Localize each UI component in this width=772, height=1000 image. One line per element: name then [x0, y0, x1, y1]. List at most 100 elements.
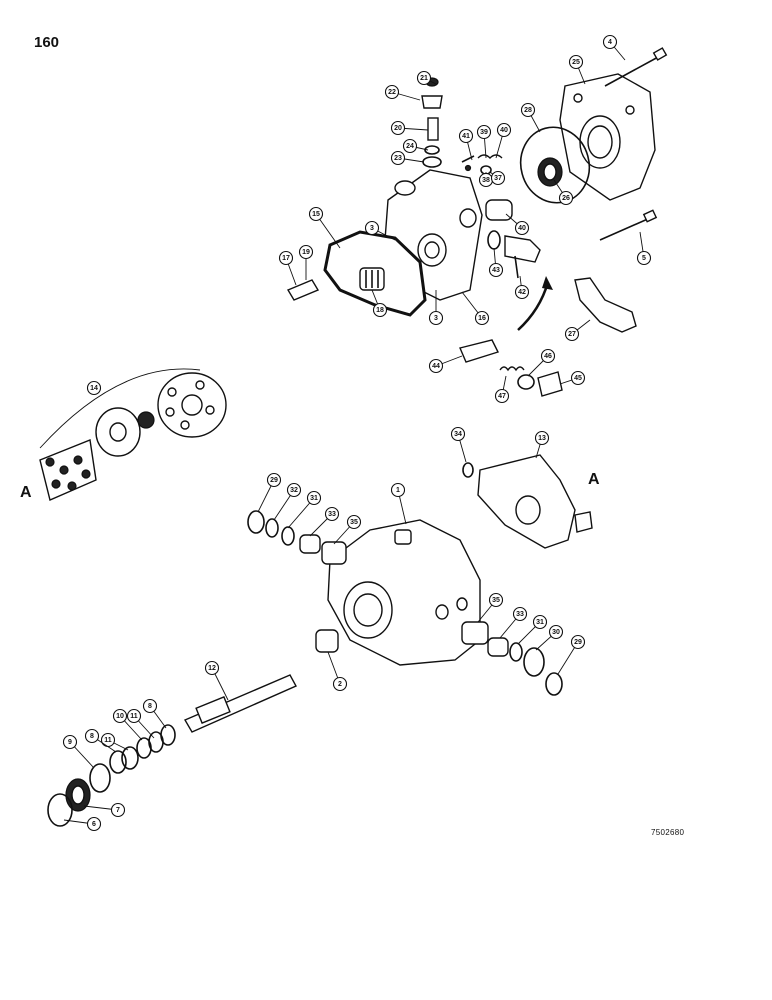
callout-label: 31: [310, 495, 318, 502]
callout-1: 1: [390, 482, 407, 525]
callout-label: 38: [482, 177, 490, 184]
callout-label: 28: [524, 107, 532, 114]
callout-30: 30: [535, 624, 564, 651]
o-ring-swash: [462, 462, 474, 478]
callout-label: 43: [492, 267, 500, 274]
callout-12: 12: [204, 660, 229, 701]
callout-27: 27: [564, 319, 591, 342]
callout-circle: [324, 506, 340, 522]
callout-label: 24: [406, 143, 414, 150]
callout-20: 20: [390, 120, 429, 136]
callout-circle: [278, 250, 294, 266]
callout-33a: 33: [309, 506, 340, 537]
callout-circle: [476, 124, 492, 140]
callout-40a: 40: [495, 122, 512, 159]
callout-13: 13: [534, 430, 550, 459]
callout-label: 12: [208, 665, 216, 672]
callout-label: 47: [498, 393, 506, 400]
callout-circle: [110, 802, 126, 818]
callout-circle: [514, 220, 530, 236]
callout-label: 29: [574, 639, 582, 646]
callout-28: 28: [520, 102, 541, 133]
callout-label: 5: [642, 255, 646, 262]
callout-14: 14: [86, 380, 102, 396]
callout-label: 13: [538, 435, 546, 442]
callout-circle: [570, 370, 586, 386]
callout-circle: [494, 388, 510, 404]
relief-valve: [459, 339, 563, 397]
callout-circle: [548, 624, 564, 640]
callout-label: 25: [572, 59, 580, 66]
callout-label: 14: [90, 385, 98, 392]
callout-label: 33: [328, 511, 336, 518]
callout-circle: [474, 310, 490, 326]
callout-label: 39: [480, 129, 488, 136]
callout-label: 18: [376, 307, 384, 314]
callout-label: 23: [394, 155, 402, 162]
callout-29a: 29: [257, 472, 282, 513]
callout-15: 15: [308, 206, 341, 249]
callout-label: 3: [370, 225, 374, 232]
callout-label: 19: [302, 249, 310, 256]
callout-circle: [602, 34, 618, 50]
callout-circle: [488, 262, 504, 278]
rotating-group: [39, 368, 227, 501]
callout-18: 18: [371, 289, 388, 318]
callout-41: 41: [458, 128, 474, 161]
callout-circle: [112, 708, 128, 724]
bearing-front: [315, 629, 339, 653]
callout-11a: 11: [126, 708, 155, 739]
callout-circle: [416, 70, 432, 86]
callout-37: 37: [489, 170, 506, 186]
callout-label: 4: [608, 39, 612, 46]
callout-label: 2: [338, 681, 342, 688]
drawing-code: 7502680: [651, 828, 685, 837]
callout-21: 21: [416, 70, 437, 86]
callout-circle: [266, 472, 282, 488]
callout-label: 34: [454, 431, 462, 438]
bracket: [574, 277, 637, 333]
callout-label: 11: [104, 737, 112, 744]
callout-circle: [532, 614, 548, 630]
callout-label: 37: [494, 175, 502, 182]
callout-circle: [204, 660, 220, 676]
left-bearing-stack: [247, 510, 347, 565]
callout-10: 10: [112, 708, 143, 741]
swash-plate: [477, 454, 593, 549]
callout-22: 22: [384, 84, 421, 101]
callout-3b: 3: [428, 290, 444, 326]
callout-4: 4: [602, 34, 626, 61]
bolt-upper: [604, 47, 668, 87]
callout-circle: [514, 284, 530, 300]
callout-31a: 31: [287, 490, 322, 529]
callout-label: 9: [68, 739, 72, 746]
callout-circle: [390, 150, 406, 166]
callout-circle: [496, 122, 512, 138]
arrow-head: [542, 276, 553, 290]
callout-circle: [306, 490, 322, 506]
callout-circle: [308, 206, 324, 222]
callout-2: 2: [327, 651, 348, 692]
callout-16: 16: [461, 291, 490, 326]
callout-label: 44: [432, 363, 440, 370]
callout-label: 6: [92, 821, 96, 828]
callout-34: 34: [450, 426, 467, 463]
callout-circle: [558, 190, 574, 206]
callout-label: 42: [518, 289, 526, 296]
shaft-seal-stack: [47, 724, 176, 827]
bolt-lower: [599, 209, 658, 241]
callout-3a: 3: [364, 220, 396, 241]
callout-label: 27: [568, 331, 576, 338]
callout-circle: [520, 102, 536, 118]
callout-label: 8: [148, 703, 152, 710]
callout-7: 7: [83, 802, 126, 818]
callout-circle: [428, 310, 444, 326]
callout-circle: [86, 380, 102, 396]
callout-circle: [84, 728, 100, 744]
callout-circle: [568, 54, 584, 70]
callout-35a: 35: [333, 514, 362, 545]
callout-31b: 31: [517, 614, 548, 645]
callout-8a: 8: [142, 698, 167, 729]
pin: [286, 279, 320, 301]
